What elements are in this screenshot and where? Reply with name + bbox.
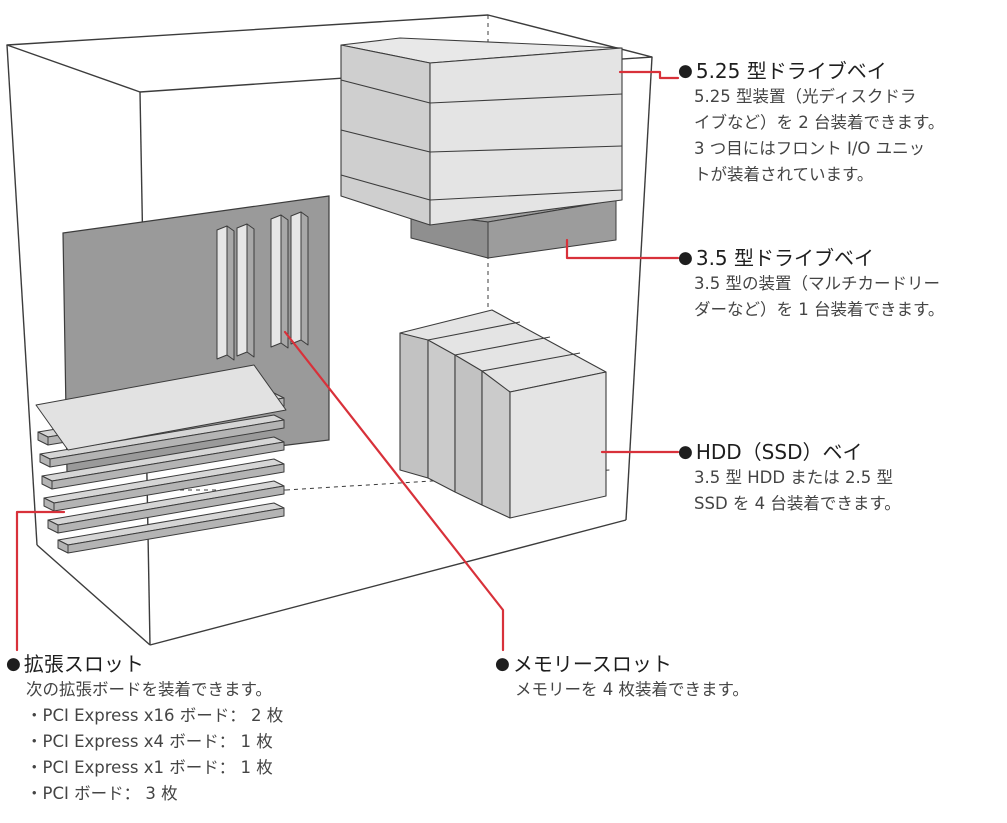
list-item: ・PCI Express x1 ボード： 1 枚 (26, 758, 273, 777)
bullet-icon: ● (495, 654, 510, 674)
memory-slot-desc-line: メモリーを 4 枚装着できます。 (515, 680, 749, 699)
expansion-card (39, 414, 285, 468)
callout-bay-35: ● 3.5 型ドライブベイ 3.5 型の装置（マルチカードリー ダーなど）を 1… (678, 245, 944, 323)
list-item: ・PCI Express x4 ボード： 1 枚 (26, 732, 273, 751)
callout-title: ● 3.5 型ドライブベイ (678, 245, 944, 271)
hdd-bay-desc-line: SSD を 4 台装着できます。 (694, 494, 901, 513)
leader-line-bay-35 (565, 238, 680, 260)
bullet-icon: ● (678, 248, 693, 268)
list-item: ・PCI Express x16 ボード： 2 枚 (26, 706, 284, 725)
expansion-card (41, 436, 285, 490)
list-item: ・PCI ボード： 3 枚 (26, 784, 178, 803)
bay-525-desc-line: 3 つ目にはフロント I/O ユニッ (694, 139, 926, 158)
callout-title: ● 拡張スロット (6, 651, 283, 677)
expansion-card (47, 480, 285, 534)
hdd-bay (399, 309, 607, 519)
bay-525-desc-line: イブなど）を 2 台装着できます。 (694, 113, 945, 132)
bay-525-title: 5.25 型ドライブベイ (695, 59, 887, 83)
bay-525-desc-line: トが装着されています。 (694, 165, 874, 184)
bullet-icon: ● (678, 442, 693, 462)
memory-slot-title: メモリースロット (512, 652, 672, 676)
leader-line-expansion-slot (15, 510, 66, 652)
bay-35-title: 3.5 型ドライブベイ (695, 246, 875, 270)
expansion-cards (35, 364, 287, 554)
callout-memory-slot: ● メモリースロット メモリーを 4 枚装着できます。 (495, 651, 749, 703)
expansion-slot-desc-line: 次の拡張ボードを装着できます。 (26, 680, 272, 699)
callout-title: ● メモリースロット (495, 651, 749, 677)
callout-bay-525: ● 5.25 型ドライブベイ 5.25 型装置（光ディスクドラ イブなど）を 2… (678, 58, 944, 188)
callout-expansion-slot: ● 拡張スロット 次の拡張ボードを装着できます。 ・PCI Express x1… (6, 651, 283, 807)
expansion-card (43, 458, 285, 512)
bay-525-desc-line: 5.25 型装置（光ディスクドラ (694, 87, 917, 106)
hdd-bay-desc-line: 3.5 型 HDD または 2.5 型 (694, 468, 894, 487)
expansion-card (35, 364, 287, 451)
callout-title: ● HDD（SSD）ベイ (678, 439, 901, 465)
leader-lines (15, 70, 680, 652)
leader-line-bay-525 (618, 70, 680, 80)
bullet-icon: ● (6, 654, 21, 674)
expansion-slot-title: 拡張スロット (23, 652, 144, 676)
bay-35-desc-line: 3.5 型の装置（マルチカードリー (694, 274, 940, 293)
hdd-bay-title: HDD（SSD）ベイ (695, 440, 863, 464)
bay-35-desc-line: ダーなど）を 1 台装着できます。 (694, 300, 945, 319)
expansion-board-list: ・PCI Express x16 ボード： 2 枚 ・PCI Express x… (6, 703, 283, 807)
memory-slots (216, 211, 309, 361)
callout-title: ● 5.25 型ドライブベイ (678, 58, 944, 84)
bullet-icon: ● (678, 61, 693, 81)
expansion-card (57, 502, 285, 554)
leader-line-memory-slot (283, 330, 505, 652)
drive-bays-525 (340, 37, 623, 226)
callout-hdd-bay: ● HDD（SSD）ベイ 3.5 型 HDD または 2.5 型 SSD を 4… (678, 439, 901, 517)
case-outline (6, 14, 653, 646)
